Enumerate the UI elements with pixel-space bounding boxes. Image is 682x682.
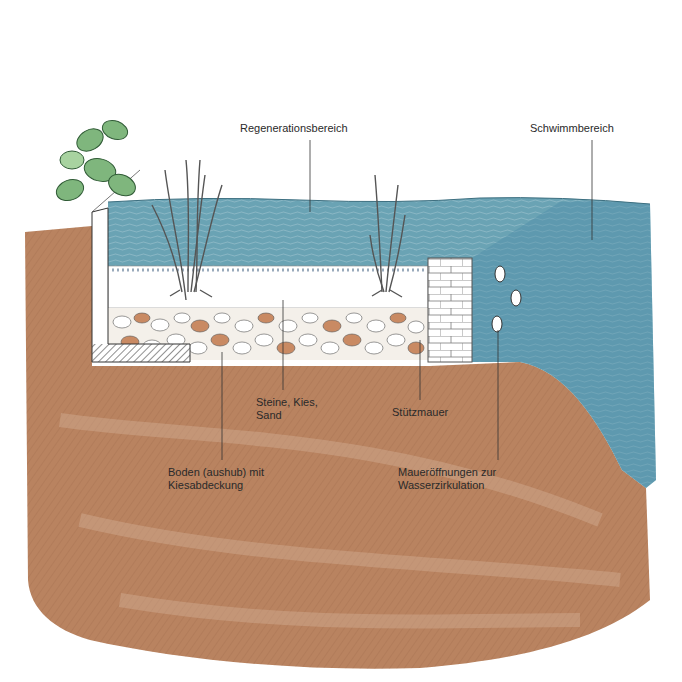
leader-lines	[222, 140, 592, 460]
part-label: Stützmauer	[392, 406, 492, 419]
reed-plants	[152, 160, 405, 300]
leaf-plant	[53, 117, 138, 204]
retaining-wall	[428, 258, 472, 362]
part-label: Maueröffnungen zur Wasserzirkulation	[398, 466, 526, 492]
water-texture	[108, 198, 656, 488]
water	[108, 198, 656, 488]
water-surface	[108, 198, 650, 204]
layer-label: Steine, Kies, Sand	[256, 396, 322, 422]
zone-label: Schwimmbereich	[530, 122, 660, 135]
ground-shading	[60, 420, 620, 622]
zone-label: Regenerationsbereich	[240, 122, 400, 135]
layer-label: Boden (aushub) mit Kiesabdeckung	[168, 466, 308, 492]
wall-openings	[492, 266, 521, 332]
wall-footing	[92, 344, 190, 362]
swim-water-shade	[472, 201, 656, 488]
sand-layer	[108, 266, 428, 308]
